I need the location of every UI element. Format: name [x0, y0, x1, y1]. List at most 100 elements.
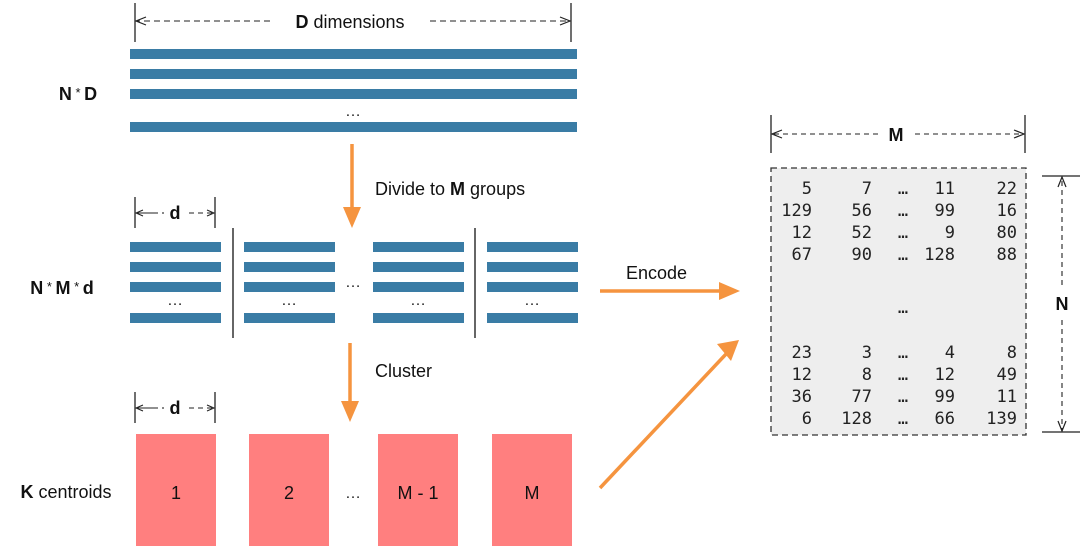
- dimensions-text: dimensions: [308, 12, 404, 32]
- n-height-label: N: [1056, 294, 1069, 314]
- sub-vector-bar: [487, 313, 578, 323]
- matrix-cell: 23: [792, 343, 812, 363]
- sub-vector-group: …: [373, 242, 464, 323]
- centroid-box: 1: [136, 434, 216, 546]
- code-matrix-box: [770, 167, 1027, 436]
- matrix-cell: 11: [935, 179, 955, 199]
- sub-vector-bar: [373, 282, 464, 292]
- matrix-cell: 8: [1007, 343, 1017, 363]
- centroid-label: M: [525, 483, 540, 503]
- group-ellipsis: …: [410, 292, 426, 309]
- sub-dimension-indicator-centroids: d: [134, 392, 216, 423]
- sub-vector-bar: [244, 262, 335, 272]
- sub-dimension-indicator-groups: d: [134, 197, 216, 228]
- sub-vector-bar: [373, 242, 464, 252]
- matrix-cell: 66: [935, 409, 955, 429]
- m-width-label: M: [889, 125, 904, 145]
- times-symbol: *: [71, 279, 83, 294]
- cluster-arrow: [341, 343, 359, 422]
- matrix-cell: 99: [935, 387, 955, 407]
- centroid-label: 2: [284, 483, 294, 503]
- group-ellipsis: …: [524, 292, 540, 309]
- matrix-cell: 90: [852, 245, 872, 265]
- n-symbol: N: [30, 278, 43, 298]
- m-width-indicator: M: [770, 115, 1026, 153]
- d-symbol: D: [295, 12, 308, 32]
- d-symbol: D: [84, 84, 97, 104]
- sub-vector-bar: [130, 313, 221, 323]
- matrix-cell: 36: [792, 387, 812, 407]
- sub-vector-bar: [373, 262, 464, 272]
- centroid-label: M - 1: [397, 483, 438, 503]
- matrix-cell: 99: [935, 201, 955, 221]
- sub-vector-bar: [130, 242, 221, 252]
- centroid-rect: [249, 434, 329, 546]
- centroid-sub-dimension-label: d: [170, 398, 181, 418]
- k-symbol: K: [20, 482, 33, 502]
- centroid-label: 1: [171, 483, 181, 503]
- matrix-cell: …: [898, 201, 908, 221]
- top-ellipsis: …: [345, 103, 361, 120]
- matrix-cell: 128: [924, 245, 955, 265]
- matrix-cell: 9: [945, 223, 955, 243]
- vector-bar: [130, 69, 577, 79]
- matrix-cell: 12: [792, 223, 812, 243]
- encode-step-label: Encode: [626, 263, 687, 283]
- matrix-cell: 4: [945, 343, 955, 363]
- matrix-cell: …: [898, 245, 908, 265]
- matrix-cell: …: [898, 179, 908, 199]
- sub-vector-groups: … … … …: [130, 242, 578, 323]
- d-dimensions-indicator: D dimensions: [134, 3, 572, 42]
- groups-text: groups: [465, 179, 525, 199]
- matrix-cell: 12: [935, 365, 955, 385]
- matrix-cell: 128: [841, 409, 872, 429]
- matrix-cell: …: [898, 409, 908, 429]
- n-times-d-label: N * D: [59, 84, 97, 104]
- sub-vector-group: …: [244, 242, 335, 323]
- matrix-cell: 52: [852, 223, 872, 243]
- centroid-rect: [378, 434, 458, 546]
- n-height-indicator: N: [1042, 175, 1080, 433]
- matrix-cell: …: [898, 223, 908, 243]
- full-vectors: [130, 49, 577, 132]
- vector-bar: [130, 49, 577, 59]
- matrix-cell: 11: [997, 387, 1017, 407]
- centroid-rect: [492, 434, 572, 546]
- matrix-cell: 80: [997, 223, 1017, 243]
- matrix-cell: …: [898, 387, 908, 407]
- matrix-middle-ellipsis: …: [898, 298, 908, 318]
- divide-arrow: [343, 144, 361, 228]
- groups-ellipsis: …: [345, 274, 361, 291]
- d-dimensions-label: D dimensions: [295, 12, 404, 32]
- matrix-cell: 22: [997, 179, 1017, 199]
- d-symbol: d: [83, 278, 94, 298]
- sub-vector-bar: [130, 262, 221, 272]
- divide-step-label: Divide to M groups: [375, 179, 525, 199]
- n-symbol: N: [59, 84, 72, 104]
- matrix-row: 36 77 … 99 11: [792, 387, 1017, 407]
- centroid-box: M: [492, 434, 572, 546]
- centroids-ellipsis: …: [345, 485, 361, 502]
- cluster-step-label: Cluster: [375, 361, 432, 381]
- matrix-cell: 49: [997, 365, 1017, 385]
- encode-arrow: [600, 282, 740, 300]
- matrix-row: 12 52 … 9 80: [792, 223, 1017, 243]
- sub-vector-bar: [244, 242, 335, 252]
- divide-text: Divide to: [375, 179, 450, 199]
- n-times-m-times-d-label: N * M * d: [30, 278, 94, 298]
- matrix-cell: …: [898, 343, 908, 363]
- matrix-cell: 8: [862, 365, 872, 385]
- matrix-cell: 16: [997, 201, 1017, 221]
- matrix-cell: 139: [986, 409, 1017, 429]
- matrix-cell: 77: [852, 387, 872, 407]
- matrix-cell: 12: [792, 365, 812, 385]
- sub-vector-bar: [244, 313, 335, 323]
- centroid-codebooks: 1 2 M - 1 M: [136, 434, 572, 546]
